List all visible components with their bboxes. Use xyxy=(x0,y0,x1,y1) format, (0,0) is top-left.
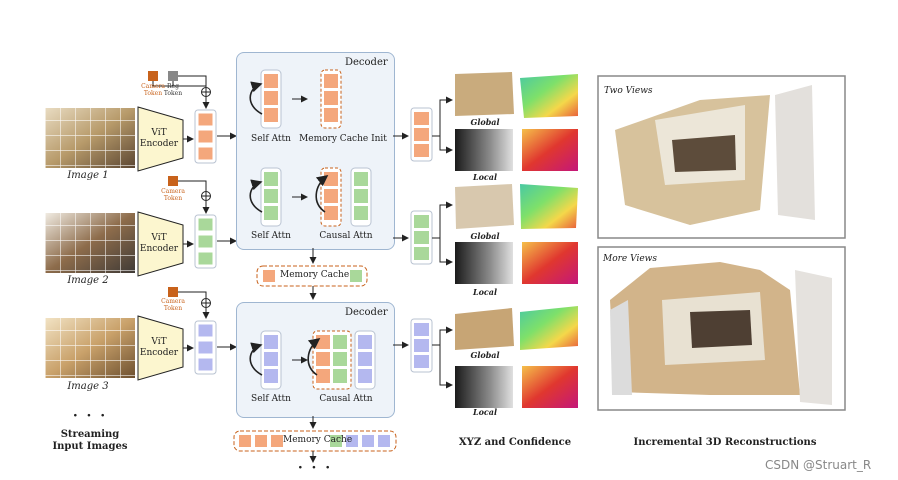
memory-cache-1 xyxy=(256,265,368,287)
encoder-label-1-line2: Encoder xyxy=(139,139,179,149)
self-attn-tokens-2 xyxy=(260,167,282,227)
self-attn-tokens-3 xyxy=(260,330,282,390)
global-label-3: Global xyxy=(470,350,500,360)
memory-cache-init-label: Memory Cache Init xyxy=(299,134,387,144)
streaming-caption-line1: Streaming xyxy=(60,429,120,440)
causal-attn-label-3: Causal Attn xyxy=(319,394,373,404)
input-image-1 xyxy=(45,108,135,168)
encoder-label-1-line1: ViT xyxy=(151,128,167,138)
global-label-1: Global xyxy=(470,117,500,127)
encoder-label-3-line2: Encoder xyxy=(139,348,179,358)
image-label-3: Image 3 xyxy=(67,381,109,392)
incremental-reconstructions-caption: Incremental 3D Reconstructions xyxy=(633,437,817,448)
self-attn-label-1: Self Attn xyxy=(251,134,291,144)
camera-token-label-3a: Camera xyxy=(161,298,185,305)
encoder-label-2-line2: Encoder xyxy=(139,244,179,254)
memory-cache-2 xyxy=(233,430,397,452)
memory-cache-ellipsis: · · · xyxy=(297,460,333,476)
causal-attn-tokens-2 xyxy=(320,167,372,227)
reconstruction-two-views xyxy=(597,75,846,239)
local-label-2: Local xyxy=(472,287,498,297)
decoder-output-tokens-3 xyxy=(410,318,433,373)
camera-token-icon xyxy=(168,287,178,297)
encoder-label-2-line1: ViT xyxy=(151,233,167,243)
two-views-label: Two Views xyxy=(604,86,653,96)
camera-token-icon xyxy=(148,71,158,81)
reg-token-label-b: Token xyxy=(163,90,183,97)
reg-token-icon xyxy=(168,71,178,81)
streaming-caption-line2: Input Images xyxy=(52,441,128,452)
causal-attn-tokens-3 xyxy=(312,330,376,390)
image-label-2: Image 2 xyxy=(67,275,109,286)
causal-attn-label-2: Causal Attn xyxy=(319,231,373,241)
encoder-tokens-3 xyxy=(194,320,217,375)
local-label-3: Local xyxy=(472,407,498,417)
decoder-output-tokens-1 xyxy=(410,107,433,162)
decoder-output-tokens-2 xyxy=(410,210,433,265)
input-image-2 xyxy=(45,213,135,273)
output-maps-1 xyxy=(455,72,578,171)
global-label-2: Global xyxy=(470,231,500,241)
more-views-label: More Views xyxy=(603,254,657,264)
camera-token-label-1a: Camera xyxy=(141,83,165,90)
input-image-3 xyxy=(45,318,135,378)
self-attn-label-2: Self Attn xyxy=(251,231,291,241)
self-attn-tokens-1 xyxy=(260,69,282,129)
watermark: CSDN @Struart_R xyxy=(765,458,872,472)
vit-encoder-2 xyxy=(137,211,184,277)
self-attn-label-3: Self Attn xyxy=(251,394,291,404)
camera-token-label-2b: Token xyxy=(163,195,183,202)
output-maps-3 xyxy=(455,306,578,408)
local-label-1: Local xyxy=(472,172,498,182)
memory-cache-label-2: Memory Cache xyxy=(283,435,353,445)
vit-encoder-3 xyxy=(137,315,184,381)
memory-cache-label-1: Memory Cache xyxy=(280,270,350,280)
encoder-tokens-1 xyxy=(194,109,217,164)
decoder-title-2: Decoder xyxy=(345,307,388,318)
camera-token-label-2a: Camera xyxy=(161,188,185,195)
encoder-tokens-2 xyxy=(194,214,217,269)
camera-token-label-3b: Token xyxy=(163,305,183,312)
xyz-confidence-caption: XYZ and Confidence xyxy=(458,437,572,448)
image-label-1: Image 1 xyxy=(67,170,109,181)
camera-token-label-1b: Token xyxy=(143,90,163,97)
encoder-label-3-line1: ViT xyxy=(151,337,167,347)
memory-cache-init-tokens xyxy=(320,69,342,129)
reg-token-label-a: Reg xyxy=(167,83,179,90)
reconstruction-more-views xyxy=(597,246,846,411)
decoder-title-1: Decoder xyxy=(345,57,388,68)
vit-encoder-1 xyxy=(137,106,184,172)
camera-token-icon xyxy=(168,176,178,186)
inputs-ellipsis: · · · xyxy=(72,408,108,424)
output-maps-2 xyxy=(455,184,578,284)
